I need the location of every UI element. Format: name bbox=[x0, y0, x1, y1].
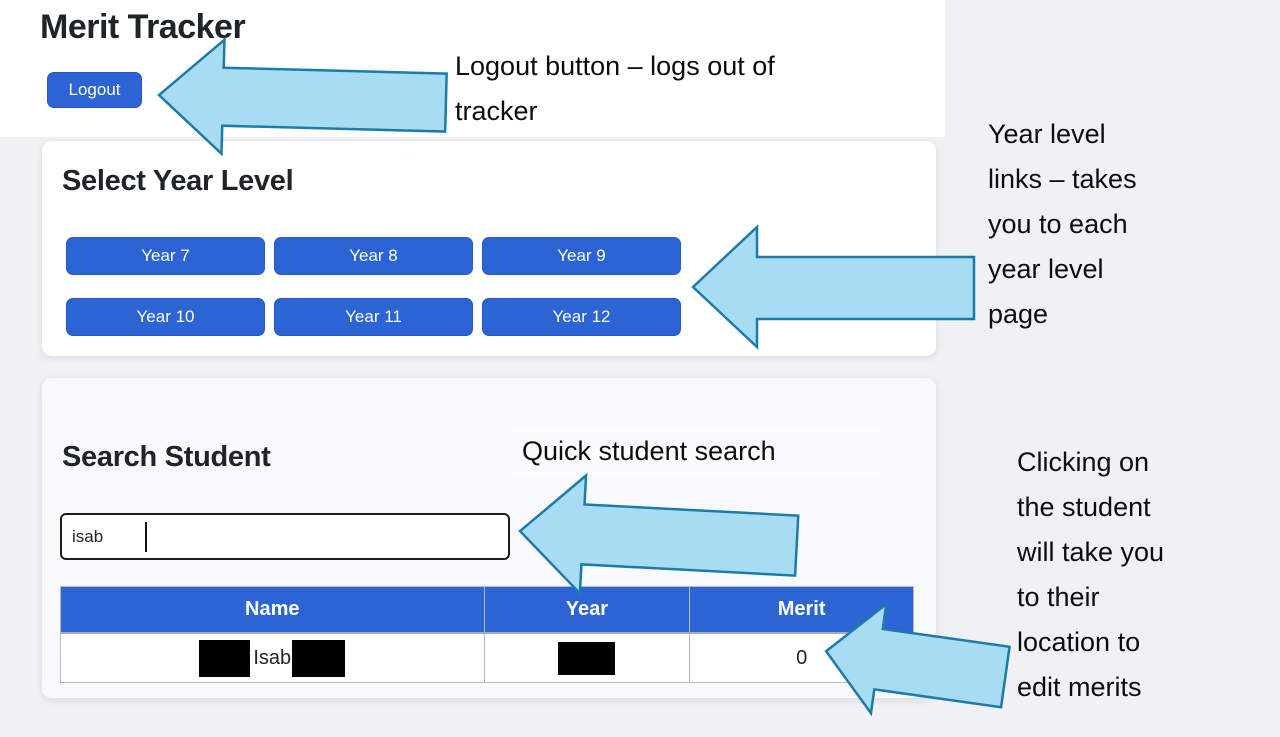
header-year: Year bbox=[483, 587, 691, 632]
header-merit: Merit bbox=[777, 598, 826, 620]
redaction-box bbox=[558, 641, 616, 675]
year-9-button[interactable]: Year 9 bbox=[482, 237, 681, 275]
year-7-button[interactable]: Year 7 bbox=[66, 237, 265, 275]
student-row-annotation-text: Clicking on the student will take you to… bbox=[1017, 447, 1165, 702]
year-levels-arrow-icon bbox=[691, 224, 976, 350]
search-annotation-label: Quick student search bbox=[512, 426, 880, 476]
year-10-button[interactable]: Year 10 bbox=[66, 298, 265, 336]
header-name: Name bbox=[245, 598, 300, 620]
year-button-grid: Year 7 Year 8 Year 9 Year 10 Year 11 Yea… bbox=[66, 237, 681, 336]
logout-annotation-text: Logout button – logs out of tracker bbox=[455, 51, 775, 126]
redaction-box bbox=[199, 639, 251, 677]
logout-button[interactable]: Logout bbox=[47, 72, 142, 108]
year-12-button[interactable]: Year 12 bbox=[482, 298, 681, 336]
search-card-title: Search Student bbox=[62, 441, 271, 473]
student-name-fragment: Isab bbox=[253, 646, 292, 669]
student-row-arrow-icon bbox=[824, 601, 1011, 717]
student-results-table: Name Year Merit Isab 0 bbox=[60, 586, 914, 683]
table-header-row: Name Year Merit bbox=[61, 586, 913, 634]
year-11-button[interactable]: Year 11 bbox=[274, 298, 473, 336]
slide: Merit Tracker Logout Select Year Level Y… bbox=[0, 0, 1165, 717]
student-search-input[interactable] bbox=[60, 513, 510, 560]
text-caret bbox=[145, 522, 147, 552]
page-title: Merit Tracker bbox=[40, 8, 246, 46]
student-year-cell bbox=[483, 634, 691, 682]
redaction-box bbox=[292, 639, 346, 677]
search-arrow-icon bbox=[518, 472, 800, 597]
student-merit-cell: 0 bbox=[796, 646, 808, 669]
year-card-title: Select Year Level bbox=[62, 165, 294, 197]
student-name-cell: Isab bbox=[61, 634, 484, 682]
year-levels-annotation-text: Year level links – takes you to each yea… bbox=[988, 119, 1137, 329]
app-header-band bbox=[0, 0, 945, 137]
year-8-button[interactable]: Year 8 bbox=[274, 237, 473, 275]
logout-arrow-icon bbox=[157, 36, 448, 157]
student-table-row[interactable]: Isab 0 bbox=[61, 634, 913, 682]
